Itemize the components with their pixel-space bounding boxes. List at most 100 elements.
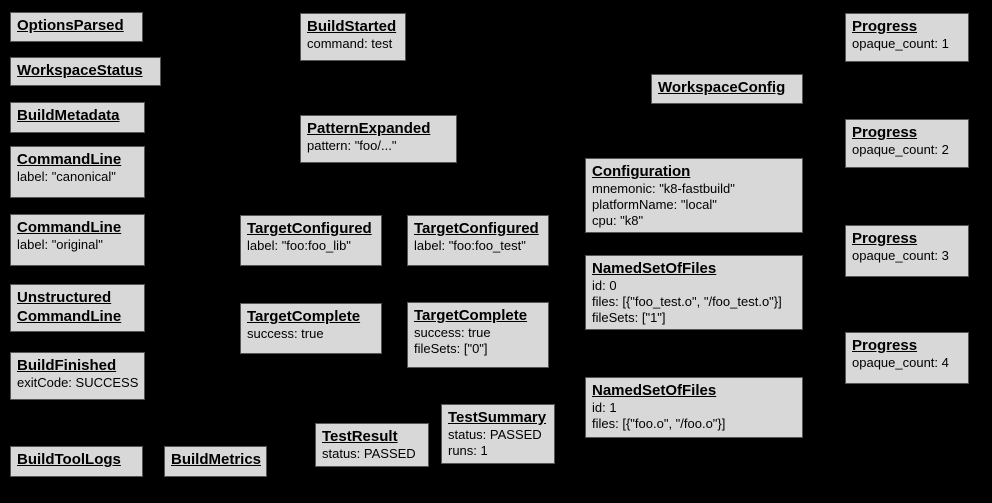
event-box-field: files: [{"foo.o", "/foo.o"}] (592, 416, 726, 431)
event-box-title: TargetConfigured (414, 219, 542, 238)
event-box-title: TargetConfigured (247, 219, 375, 238)
event-box-title: BuildFinished (17, 356, 138, 375)
event-box-field: pattern: "foo/..." (307, 138, 397, 153)
event-box-title: OptionsParsed (17, 16, 136, 35)
event-box-title-line: OptionsParsed (17, 17, 124, 34)
event-box-title-line: TargetComplete (414, 307, 528, 324)
event-box-field: cpu: "k8" (592, 213, 644, 228)
event-box-field: label: "foo:foo_lib" (247, 238, 351, 253)
event-box-title-line: TestSummary (448, 409, 547, 426)
event-box-title: BuildStarted (307, 17, 399, 36)
event-box-title: PatternExpanded (307, 119, 450, 138)
event-box-title-line: TargetConfigured (414, 220, 539, 237)
event-box-title: WorkspaceConfig (658, 78, 796, 97)
event-box-field: status: PASSED (322, 446, 416, 461)
event-box-title-line: Unstructured (17, 289, 112, 306)
event-box-title: TestResult (322, 427, 422, 446)
event-box-title-line: Progress (852, 337, 918, 354)
event-box-field: success: true (414, 325, 491, 340)
event-box-field: label: "original" (17, 237, 103, 252)
event-box-title-line: TargetComplete (247, 308, 361, 325)
event-box-workspace-config: WorkspaceConfig (651, 74, 803, 104)
event-box-field: fileSets: ["0"] (414, 341, 488, 356)
event-box-title: Progress (852, 336, 962, 355)
event-box-field: command: test (307, 36, 393, 51)
event-box-field: opaque_count: 1 (852, 36, 949, 51)
event-box-title-line: Progress (852, 230, 918, 247)
event-box-workspace-status: WorkspaceStatus (10, 57, 161, 86)
event-box-title: BuildMetrics (171, 450, 262, 469)
event-box-title: Progress (852, 123, 962, 142)
event-box-title-line: CommandLine (17, 219, 122, 236)
event-box-title-line: CommandLine (17, 308, 122, 325)
event-box-title: CommandLine (17, 150, 138, 169)
event-box-title: NamedSetOfFiles (592, 259, 796, 278)
event-box-title-line: BuildToolLogs (17, 451, 121, 468)
event-box-title-line: BuildMetadata (17, 107, 120, 124)
event-box-field: runs: 1 (448, 443, 488, 458)
event-box-field: id: 1 (592, 400, 617, 415)
event-box-title-line: Progress (852, 18, 918, 35)
event-box-title-line: WorkspaceStatus (17, 62, 143, 79)
event-box-title: TestSummary (448, 408, 548, 427)
event-box-title-line: BuildStarted (307, 18, 397, 35)
event-box-title-line: CommandLine (17, 151, 122, 168)
event-box-title-line: Progress (852, 124, 918, 141)
event-box-title-line: BuildFinished (17, 357, 117, 374)
event-box-title: TargetComplete (247, 307, 375, 326)
event-box-title-line: Configuration (592, 163, 691, 180)
event-box-field: id: 0 (592, 278, 617, 293)
event-box-field: exitCode: SUCCESS (17, 375, 139, 390)
event-box-field: label: "foo:foo_test" (414, 238, 526, 253)
event-box-title-line: TargetConfigured (247, 220, 372, 237)
event-box-build-tool-logs: BuildToolLogs (10, 446, 143, 477)
event-box-title-line: BuildMetrics (171, 451, 262, 468)
event-box-build-metadata: BuildMetadata (10, 102, 145, 133)
event-box-field: files: [{"foo_test.o", "/foo_test.o"}] (592, 294, 782, 309)
event-box-field: opaque_count: 2 (852, 142, 949, 157)
event-box-title: BuildMetadata (17, 106, 138, 125)
event-box-title-line: TestResult (322, 428, 398, 445)
event-box-title-line: NamedSetOfFiles (592, 260, 717, 277)
event-box-title-line: WorkspaceConfig (658, 79, 786, 96)
event-box-title: Progress (852, 17, 962, 36)
event-box-title: NamedSetOfFiles (592, 381, 796, 400)
event-box-title: Configuration (592, 162, 796, 181)
event-box-field: fileSets: ["1"] (592, 310, 666, 325)
event-box-field: platformName: "local" (592, 197, 717, 212)
event-box-title: BuildToolLogs (17, 450, 136, 469)
event-box-title: TargetComplete (414, 306, 542, 325)
event-box-title: CommandLine (17, 218, 138, 237)
event-box-field: opaque_count: 4 (852, 355, 949, 370)
event-box-field: success: true (247, 326, 324, 341)
event-box-options-parsed: OptionsParsed (10, 12, 143, 42)
event-box-field: status: PASSED (448, 427, 542, 442)
event-box-title: WorkspaceStatus (17, 61, 154, 80)
event-box-title-line: PatternExpanded (307, 120, 431, 137)
event-box-field: opaque_count: 3 (852, 248, 949, 263)
event-box-field: label: "canonical" (17, 169, 116, 184)
event-box-title: Progress (852, 229, 962, 248)
event-box-field: mnemonic: "k8-fastbuild" (592, 181, 735, 196)
event-box-title-line: NamedSetOfFiles (592, 382, 717, 399)
